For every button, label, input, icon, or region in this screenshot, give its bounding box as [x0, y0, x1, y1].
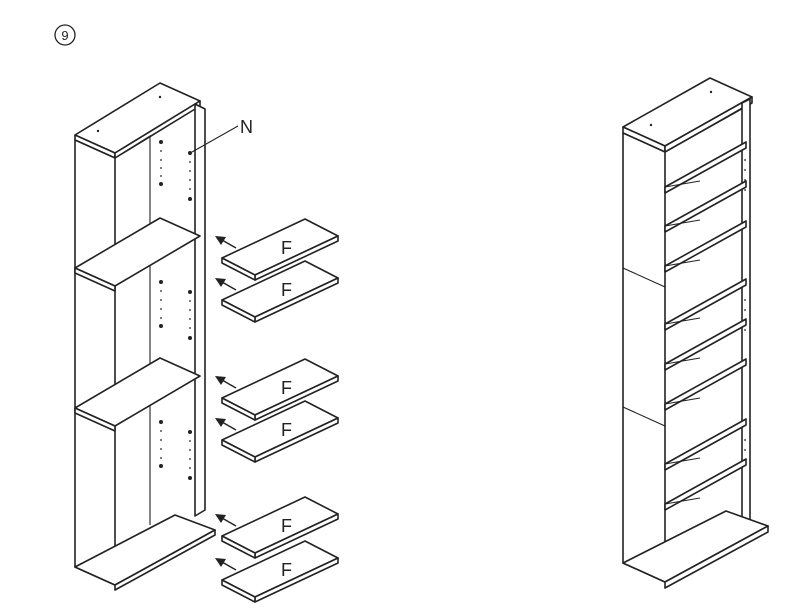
arrow-head [215, 418, 226, 427]
shelf-label: F [281, 420, 292, 440]
arrow-head [215, 558, 226, 567]
arrow-up-left-icon [221, 561, 237, 571]
shelf-front-edge [664, 418, 747, 471]
shelf-pin-holes-right [188, 151, 192, 480]
left-side-panel [74, 139, 116, 586]
assembled-shelf [664, 418, 747, 471]
fixed-shelf-1-edge [74, 267, 116, 292]
shelf-top-line [664, 259, 701, 267]
right-side-panel [194, 103, 206, 517]
top-cam-hole [709, 90, 713, 94]
arrow-up-left-icon [221, 239, 237, 249]
joint-line [622, 406, 666, 427]
shelf-front-edge [664, 180, 747, 233]
shelf-front-edge [664, 278, 747, 331]
shelf-f: F [215, 218, 339, 281]
shelf-pin-holes-left [159, 140, 163, 468]
shelf-label: F [281, 516, 292, 536]
assembled-shelf [664, 141, 747, 194]
shelf-side-edge [221, 535, 256, 559]
assembled-pin-holes [744, 159, 746, 461]
arrow-up-left-icon [221, 517, 237, 527]
arrow-up-left-icon [221, 421, 237, 431]
shelf-top-line [664, 397, 701, 405]
assembled-left-side [622, 132, 666, 583]
assembled-shelf [664, 220, 747, 273]
shelf-front-edge [664, 141, 747, 194]
shelf-top-line [664, 180, 701, 188]
assembled-shelf [664, 458, 747, 511]
arrow-head [215, 514, 226, 523]
top-cam-hole [158, 95, 162, 99]
step-badge: 9 [54, 24, 76, 46]
shelf-front-edge [664, 358, 747, 411]
top-cam-hole [649, 123, 653, 127]
assembled-inner-top [664, 107, 743, 153]
shelf-label: F [281, 238, 292, 258]
assembled-top-edge-front [664, 96, 753, 153]
shelf-front-edge [664, 220, 747, 273]
assembled-bookcase [622, 77, 769, 589]
shelf-top-line [664, 457, 701, 465]
assembled-shelf [664, 180, 747, 233]
shelf-f: F [215, 358, 339, 421]
joint-line [622, 267, 666, 288]
shelf-top-line [664, 317, 701, 325]
shelf-label: F [281, 280, 292, 300]
shelf-front-edge [664, 458, 747, 511]
shelf-f: F [215, 400, 339, 463]
bottom-panel-edge [114, 529, 216, 591]
arrow-head [215, 236, 226, 245]
shelf-side-edge [221, 299, 256, 323]
back-edge-line [114, 135, 151, 525]
shelf-label: F [281, 378, 292, 398]
assembled-shelf [664, 278, 747, 331]
shelf-top-line [664, 219, 701, 227]
arrow-head [215, 376, 226, 385]
shelf-top-line [664, 497, 701, 505]
top-cam-hole [96, 129, 100, 133]
assembled-shelf [664, 318, 747, 371]
pin-label: N [240, 117, 253, 137]
loose-shelves: F F F F F F [215, 218, 339, 603]
exploded-bookcase: N [74, 82, 253, 591]
step-number: 9 [61, 28, 68, 43]
shelf-front-edge [664, 318, 747, 371]
assembled-shelf [664, 358, 747, 411]
shelf-side-edge [221, 579, 256, 603]
fixed-shelf-2-edge [74, 407, 116, 432]
arrow-head [215, 278, 226, 287]
arrow-up-left-icon [221, 281, 237, 291]
shelf-top-line [664, 357, 701, 365]
shelf-f: F [215, 260, 339, 323]
arrow-up-left-icon [221, 379, 237, 389]
shelf-f: F [215, 496, 339, 559]
pin-leader-line [191, 125, 239, 153]
shelf-side-edge [221, 397, 256, 421]
shelf-side-edge [221, 439, 256, 463]
assembled-shelves [664, 141, 747, 511]
shelf-side-edge [221, 257, 256, 281]
shelf-f: F [215, 540, 339, 603]
shelf-label: F [281, 560, 292, 580]
assembled-bottom-edge [664, 525, 769, 589]
step-badge-circle [54, 24, 76, 46]
